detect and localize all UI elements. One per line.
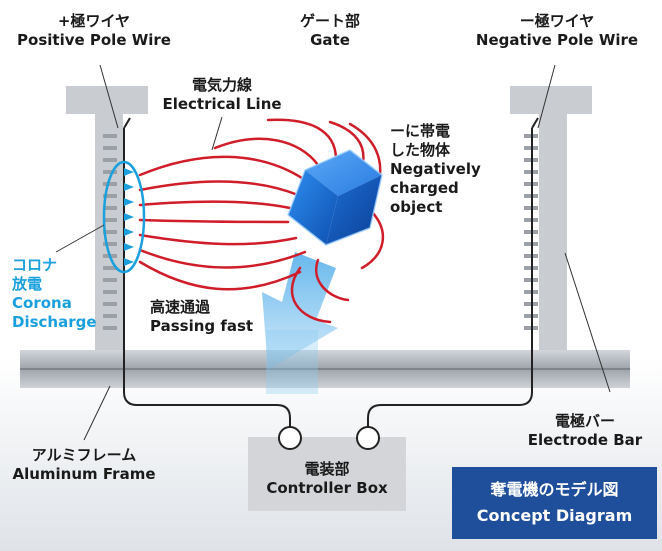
charged-object-label-en-2: charged: [390, 179, 459, 197]
positive-wire-label-jp: +極ワイヤ: [57, 12, 131, 30]
electrode-bar-label-jp: 電極バー: [554, 412, 616, 430]
aluminum-frame-label: アルミフレーム Aluminum Frame: [12, 446, 155, 484]
electrical-line-label-en: Electrical Line: [162, 95, 282, 113]
negative-wire: [367, 128, 533, 428]
positive-wire-label: +極ワイヤ Positive Pole Wire: [17, 12, 171, 50]
charged-object-label-en-1: Negatively: [390, 160, 481, 178]
electrode-bar-label-en: Electrode Bar: [527, 431, 643, 449]
gate-label-en: Gate: [310, 31, 350, 49]
concept-diagram-title: 奪電機のモデル図 Concept Diagram: [452, 467, 657, 539]
title-en: Concept Diagram: [476, 506, 633, 525]
passing-fast-label-en: Passing fast: [150, 317, 254, 335]
controller-box-label: 電装部 Controller Box: [266, 460, 387, 498]
controller-box: [248, 437, 406, 511]
charged-object-label-jp-1: ーに帯電: [390, 122, 451, 140]
electrical-line-label-jp: 電気力線: [191, 76, 252, 94]
passing-fast-label-jp: 高速通過: [150, 298, 211, 316]
gate-label: ゲート部 Gate: [300, 12, 360, 50]
controller-box-label-jp: 電装部: [304, 460, 350, 478]
charged-object-label-jp-2: した物体: [390, 141, 451, 159]
title-jp: 奪電機のモデル図: [490, 480, 619, 499]
corona-discharge-label: コロナ 放電 Corona Discharge: [12, 256, 97, 332]
positive-wire-label-en: Positive Pole Wire: [17, 31, 171, 49]
controller-box-label-en: Controller Box: [266, 479, 388, 497]
negative-wire-label: ー極ワイヤ Negative Pole Wire: [476, 12, 638, 50]
leader-lines: [55, 64, 611, 441]
negative-wire-label-en: Negative Pole Wire: [475, 31, 639, 49]
corona-label-en-1: Corona: [12, 294, 72, 312]
corona-label-jp-2: 放電: [12, 275, 43, 293]
electrical-field-lines: [138, 118, 385, 324]
negative-wire-label-jp: ー極ワイヤ: [519, 12, 595, 30]
terminal-left: [278, 426, 302, 450]
corona-label-jp-1: コロナ: [12, 256, 58, 274]
passing-fast-label: 高速通過 Passing fast: [150, 298, 253, 336]
corona-discharge: [102, 160, 146, 274]
positive-wire: [123, 128, 291, 428]
corona-label-en-2: Discharge: [12, 313, 97, 331]
terminal-right: [356, 426, 380, 450]
aluminum-frame-label-en: Aluminum Frame: [12, 465, 156, 483]
electrical-line-label: 電気力線 Electrical Line: [162, 76, 281, 114]
charged-object-cube: [287, 149, 383, 246]
electrode-bar-label: 電極バー Electrode Bar: [528, 412, 642, 450]
gate-label-jp: ゲート部: [299, 12, 361, 30]
aluminum-frame-label-jp: アルミフレーム: [31, 446, 137, 464]
charged-object-label-en-3: object: [390, 198, 443, 216]
charged-object-label: ーに帯電 した物体 Negatively charged object: [390, 122, 481, 217]
